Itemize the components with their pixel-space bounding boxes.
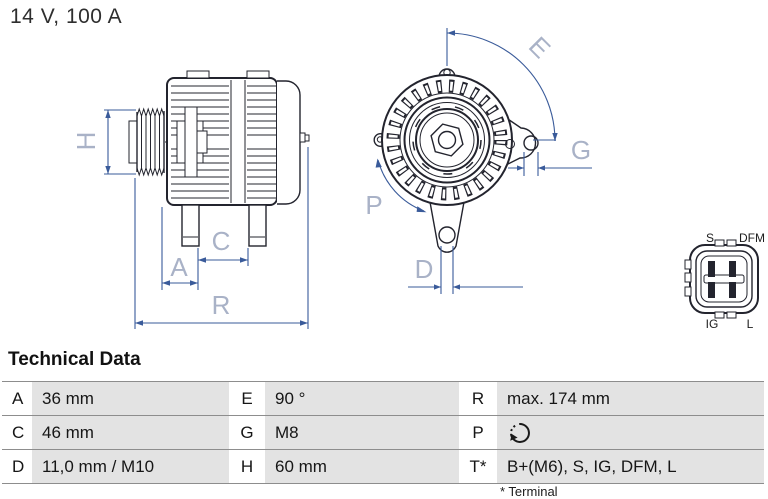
connector-pin [708,261,715,277]
dimension-label-r: R [212,290,231,320]
param-key: A [2,382,32,415]
param-key: R [459,382,497,415]
dimension-label-h: H [71,132,101,151]
table-row: A 36 mm E 90 ° R max. 174 mm [2,382,764,416]
param-value: 11,0 mm / M10 [32,450,229,483]
param-value: 60 mm [265,450,459,483]
connector-label-l: L [747,317,754,331]
rotation-direction-cell [497,416,764,449]
dimension-label-e: E [523,31,556,64]
param-value: B+(M6), S, IG, DFM, L [497,450,764,483]
connector-detail: S DFM IG L [684,231,765,331]
connector-pin [729,261,736,277]
param-value: 46 mm [32,416,229,449]
connector-pin [729,282,736,298]
param-key: H [229,450,265,483]
side-view-dimensions: H C A R [71,109,309,329]
dimension-label-p: P [365,190,382,220]
terminal-footnote: * Terminal [500,484,558,499]
param-key: D [2,450,32,483]
connector-label-s: S [706,231,714,245]
technical-data-table: A 36 mm E 90 ° R max. 174 mm C 46 mm G M… [2,381,764,484]
param-value: max. 174 mm [497,382,764,415]
alternator-technical-drawing: H C A R [71,28,765,331]
connector-label-dfm: DFM [739,231,765,245]
dimension-label-d: D [415,254,434,284]
front-view-dimensions: E G P D [365,28,592,294]
dimension-label-g: G [571,135,591,165]
front-view-drawing [373,68,539,253]
param-key: G [229,416,265,449]
dimension-label-a: A [170,252,188,282]
rotation-direction-icon [510,422,530,443]
table-row: D 11,0 mm / M10 H 60 mm T* B+(M6), S, IG… [2,450,764,484]
param-key: T* [459,450,497,483]
dimension-label-c: C [212,226,231,256]
connector-label-ig: IG [706,317,719,331]
side-view-drawing [128,70,310,247]
param-value: 90 ° [265,382,459,415]
table-row: C 46 mm G M8 P [2,416,764,450]
param-value: M8 [265,416,459,449]
param-key: E [229,382,265,415]
param-value: 36 mm [32,382,229,415]
connector-pin [708,282,715,298]
technical-data-heading: Technical Data [8,349,141,370]
param-key: C [2,416,32,449]
param-key: P [459,416,497,449]
rating-title: 14 V, 100 A [10,5,123,28]
